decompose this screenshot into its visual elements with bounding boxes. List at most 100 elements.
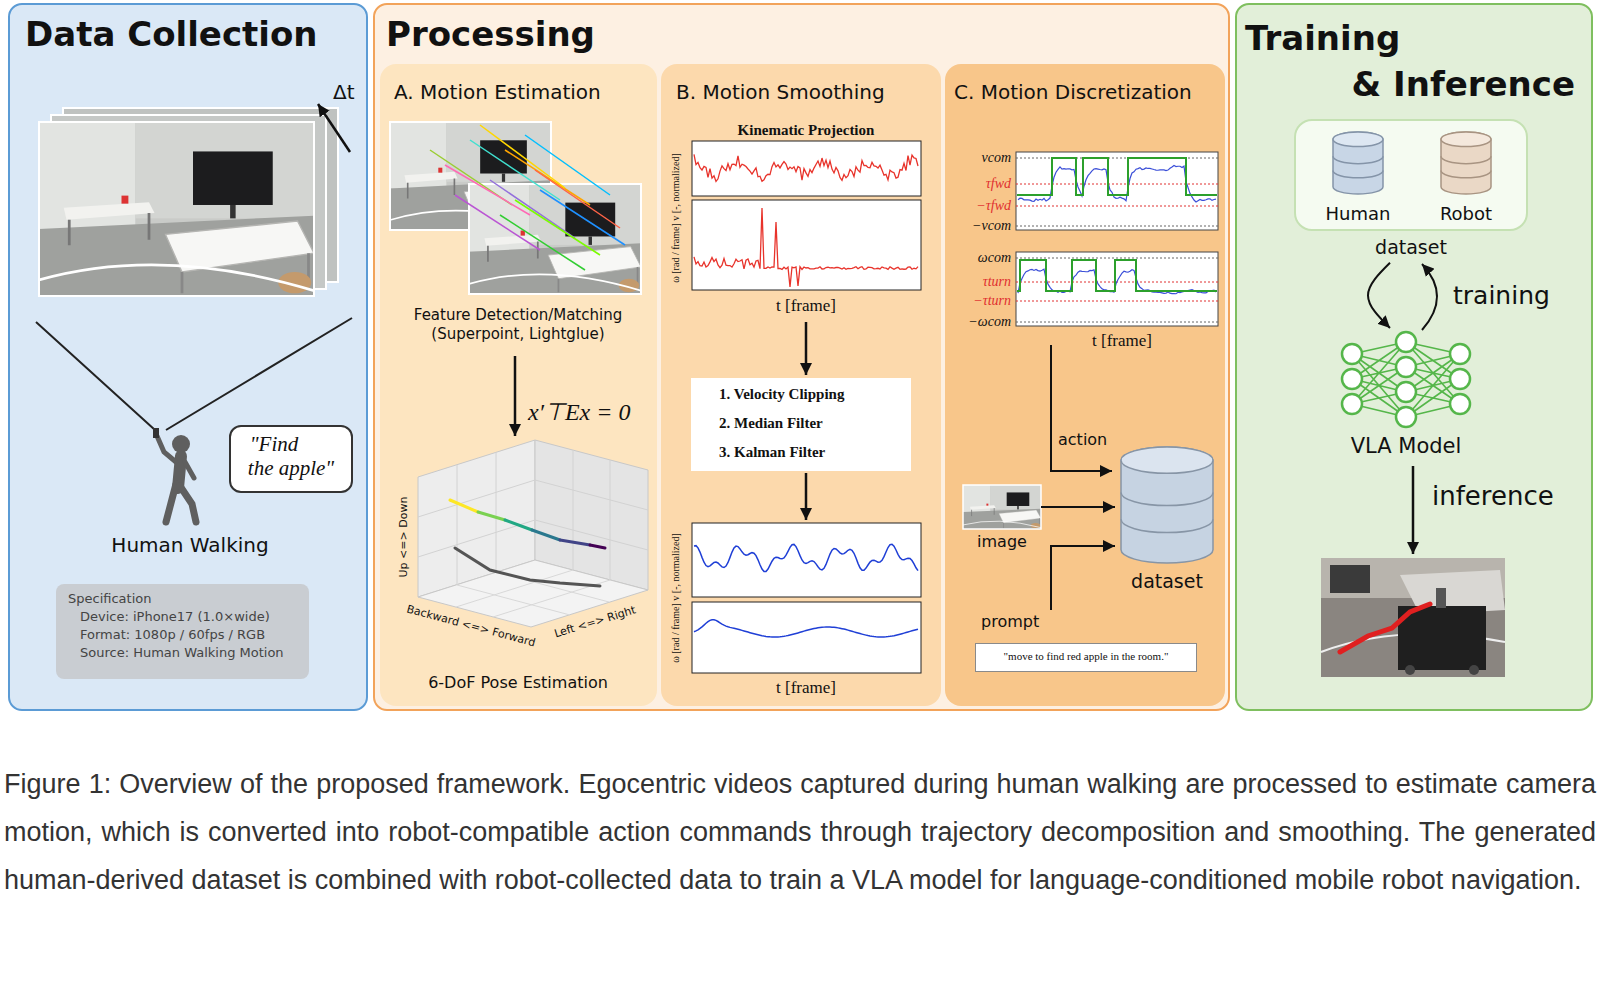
walking-person — [180, 486, 196, 522]
axis-label: Up <=> Down — [397, 497, 410, 578]
text-slot: Up <=> Down — [397, 497, 410, 578]
text-slot: training — [1453, 281, 1550, 311]
pose-plot-3d — [418, 440, 648, 627]
node-text: prompt — [981, 612, 1039, 631]
matched-frames — [390, 122, 551, 230]
cylinder-top — [1441, 132, 1491, 147]
walking-person — [153, 428, 159, 438]
database-node: Human — [1322, 131, 1394, 229]
database-node: Robot — [1428, 131, 1504, 229]
chart-frames — [692, 602, 921, 673]
walking-person — [185, 462, 194, 478]
text-slot: τturn — [983, 275, 1011, 289]
text-slot: Processing — [386, 14, 595, 55]
tick-label: −τfwd — [976, 199, 1011, 213]
neural-network-icon — [1342, 344, 1362, 364]
axis-label: ω [rad / frame] v [-, normalized] — [670, 153, 682, 283]
robot-photo — [1321, 558, 1505, 598]
pose-plot-3d — [535, 450, 648, 580]
chart-frames — [692, 141, 921, 196]
walking-person — [172, 435, 190, 453]
walking-person — [153, 428, 196, 522]
node-text: 3. Kalman Filter — [719, 443, 825, 461]
text-slot: prompt — [981, 612, 1039, 631]
image-node: image — [963, 485, 1041, 555]
node-text: dataset — [1131, 570, 1203, 593]
cylinder-band — [1333, 171, 1383, 178]
tick-label: ωcom — [978, 251, 1011, 265]
image-thumbnail — [963, 485, 1041, 529]
feature-matches — [500, 215, 585, 270]
process-arrow — [805, 473, 808, 520]
robot-photo — [1321, 558, 1505, 677]
prompt-node: prompt"move to find red apple in the roo… — [975, 610, 1197, 672]
feature-matches — [540, 190, 625, 245]
text-slot: −vcom — [972, 219, 1011, 233]
pose-plot-3d — [560, 540, 590, 545]
image-thumbnail — [963, 485, 1041, 529]
tick-label: −vcom — [972, 219, 1011, 233]
cylinder-top — [1121, 447, 1213, 473]
threshold-lines — [1016, 158, 1218, 159]
axis-label: t [frame] — [776, 678, 836, 698]
node-text: Processing — [386, 14, 595, 55]
node-text: image — [977, 532, 1027, 551]
neural-network-icon — [1396, 407, 1416, 427]
node-text: Training & Inference — [1245, 16, 1575, 108]
feature-matches — [490, 180, 575, 238]
command-trace — [1017, 260, 1217, 291]
pose-plot-3d — [478, 512, 505, 520]
cylinder-body — [1121, 447, 1213, 563]
line-spacer — [1423, 16, 1575, 20]
node-text: Specification — [68, 591, 151, 607]
pose-plot-3d — [450, 500, 478, 512]
text-slot: t [frame] — [1092, 331, 1152, 351]
text-slot: 3. Kalman Filter — [719, 443, 825, 461]
filter-box: 1. Velocity Clipping2. Median Filter3. K… — [691, 378, 911, 471]
node-text: dataset — [1375, 236, 1447, 259]
text-slot: t [frame] — [776, 678, 836, 698]
robot-photo — [1321, 558, 1505, 677]
matched-frames — [390, 122, 641, 294]
node-text: VLA Model — [1351, 434, 1462, 459]
text-slot: t [frame] — [776, 296, 836, 316]
text-label: Human Walking — [111, 533, 268, 557]
chart-title: Kinematic Projection — [738, 121, 875, 139]
neural-network-icon — [1352, 342, 1406, 417]
tick-label: −ωcom — [968, 315, 1011, 329]
panel: "Find the apple" SpecificationDevice: iPh… — [8, 3, 368, 711]
threshold-lines — [1016, 322, 1218, 323]
cylinder-band — [1441, 171, 1491, 178]
feature-matches — [515, 200, 600, 255]
text-slot: Human Walking — [111, 533, 268, 557]
text-slot: 2. Median Filter — [719, 414, 823, 432]
walking-person — [166, 484, 176, 522]
model-node: VLA Model — [1330, 328, 1482, 463]
view-lines — [36, 318, 352, 430]
text-slot: C. Motion Discretization — [954, 80, 1192, 104]
panel: A. Motion Estimation1. Velocity Clipping… — [373, 3, 1230, 711]
pose-plot-3d — [590, 545, 605, 548]
neural-network-icon — [1342, 332, 1470, 427]
sub-panel: 1. Velocity Clipping2. Median Filter3. K… — [661, 64, 941, 706]
pose-plot-3d — [532, 530, 560, 540]
chart-frames — [692, 141, 1218, 673]
feature-matches — [525, 135, 610, 195]
text-slot: "Find the apple" — [238, 432, 344, 480]
arrow-label: inference — [1432, 481, 1554, 512]
threshold-lines — [1016, 258, 1218, 259]
neural-network-icon — [1352, 342, 1460, 417]
text-slot: −ωcom — [968, 315, 1011, 329]
node-text: Device: iPhone17 (1.0×wide) — [80, 609, 270, 625]
text-slot: Robot — [1440, 203, 1492, 225]
walking-person — [178, 456, 181, 488]
node-text: C. Motion Discretization — [954, 80, 1192, 104]
tick-label: τturn — [983, 275, 1011, 289]
text-slot: inference — [1432, 481, 1554, 512]
text-slot: Feature Detection/Matching (Superpoint, … — [390, 306, 646, 344]
connector — [1041, 506, 1115, 508]
neural-network-icon — [1450, 369, 1470, 389]
